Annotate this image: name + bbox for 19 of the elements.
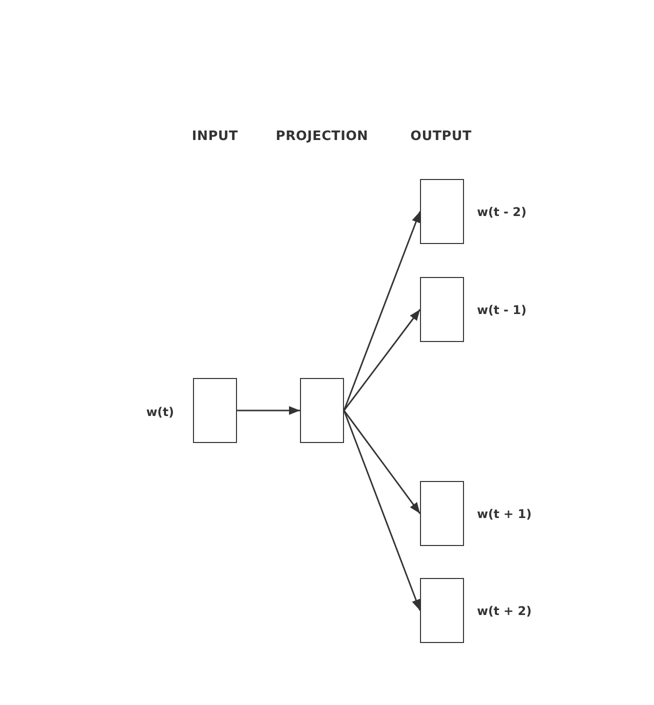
word-label: w(t - 1) xyxy=(477,302,526,316)
arrow xyxy=(237,406,300,415)
vector-box xyxy=(300,378,344,443)
arrow xyxy=(343,410,421,514)
vector-box xyxy=(420,179,464,244)
word-label: w(t + 2) xyxy=(477,604,532,618)
arrow xyxy=(343,410,421,611)
vector-box xyxy=(420,578,464,643)
vector-box xyxy=(193,378,237,443)
column-heading: INPUT xyxy=(192,129,238,144)
column-heading: PROJECTION xyxy=(276,129,368,144)
word-label: w(t - 2) xyxy=(477,204,526,218)
column-heading: OUTPUT xyxy=(410,129,472,144)
vector-box xyxy=(420,277,464,342)
arrow xyxy=(343,211,421,411)
word-label: w(t) xyxy=(146,404,174,418)
arrow xyxy=(343,309,421,411)
vector-box xyxy=(420,481,464,546)
word-label: w(t + 1) xyxy=(477,506,532,520)
